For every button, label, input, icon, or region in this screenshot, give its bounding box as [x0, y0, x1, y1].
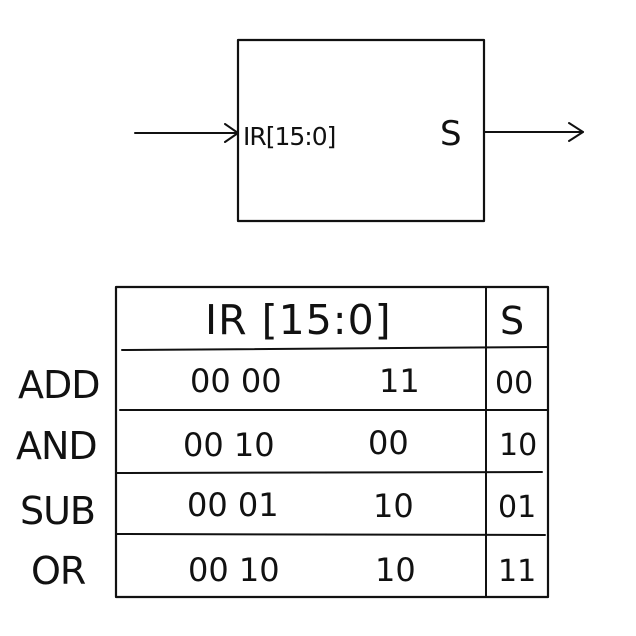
row-ir-high-cell: 00 00 [190, 362, 282, 400]
decoder-block: IR[15:0] S [134, 38, 584, 223]
row-s-cell: 11 [498, 554, 536, 589]
table-divider-header [121, 346, 549, 351]
row-ir-low-cell: 10 [375, 551, 416, 589]
output-label: S [440, 114, 462, 154]
table-divider-row-3 [115, 533, 546, 536]
table-header-s: S [500, 299, 524, 343]
row-op-label: ADD [18, 363, 100, 407]
row-ir-high-cell: 00 10 [188, 551, 280, 589]
row-ir-low-cell: 10 [373, 487, 414, 525]
table-header-ir: IR [15:0] [205, 296, 392, 344]
row-op-label: SUB [20, 489, 95, 533]
row-ir-low-cell: 11 [379, 362, 420, 400]
row-ir-high-cell: 00 01 [187, 486, 279, 524]
truth-table: IR [15:0] S ADD AND SUB OR 00 00 00 10 0… [16, 285, 550, 599]
row-op-label: OR [31, 549, 86, 593]
row-ir-high-cell: 00 10 [183, 426, 275, 464]
input-arrowhead [224, 123, 239, 143]
output-arrowhead [568, 122, 584, 142]
row-s-cell: 10 [499, 428, 537, 463]
row-ir-low-cell: 00 [368, 424, 409, 462]
row-s-cell: 00 [495, 366, 533, 401]
table-border [114, 285, 550, 599]
table-divider-row-2 [115, 471, 543, 474]
row-op-label: AND [16, 424, 97, 468]
input-label: IR[15:0] [243, 122, 335, 151]
block-box [236, 38, 486, 223]
row-s-cell: 01 [498, 490, 536, 525]
